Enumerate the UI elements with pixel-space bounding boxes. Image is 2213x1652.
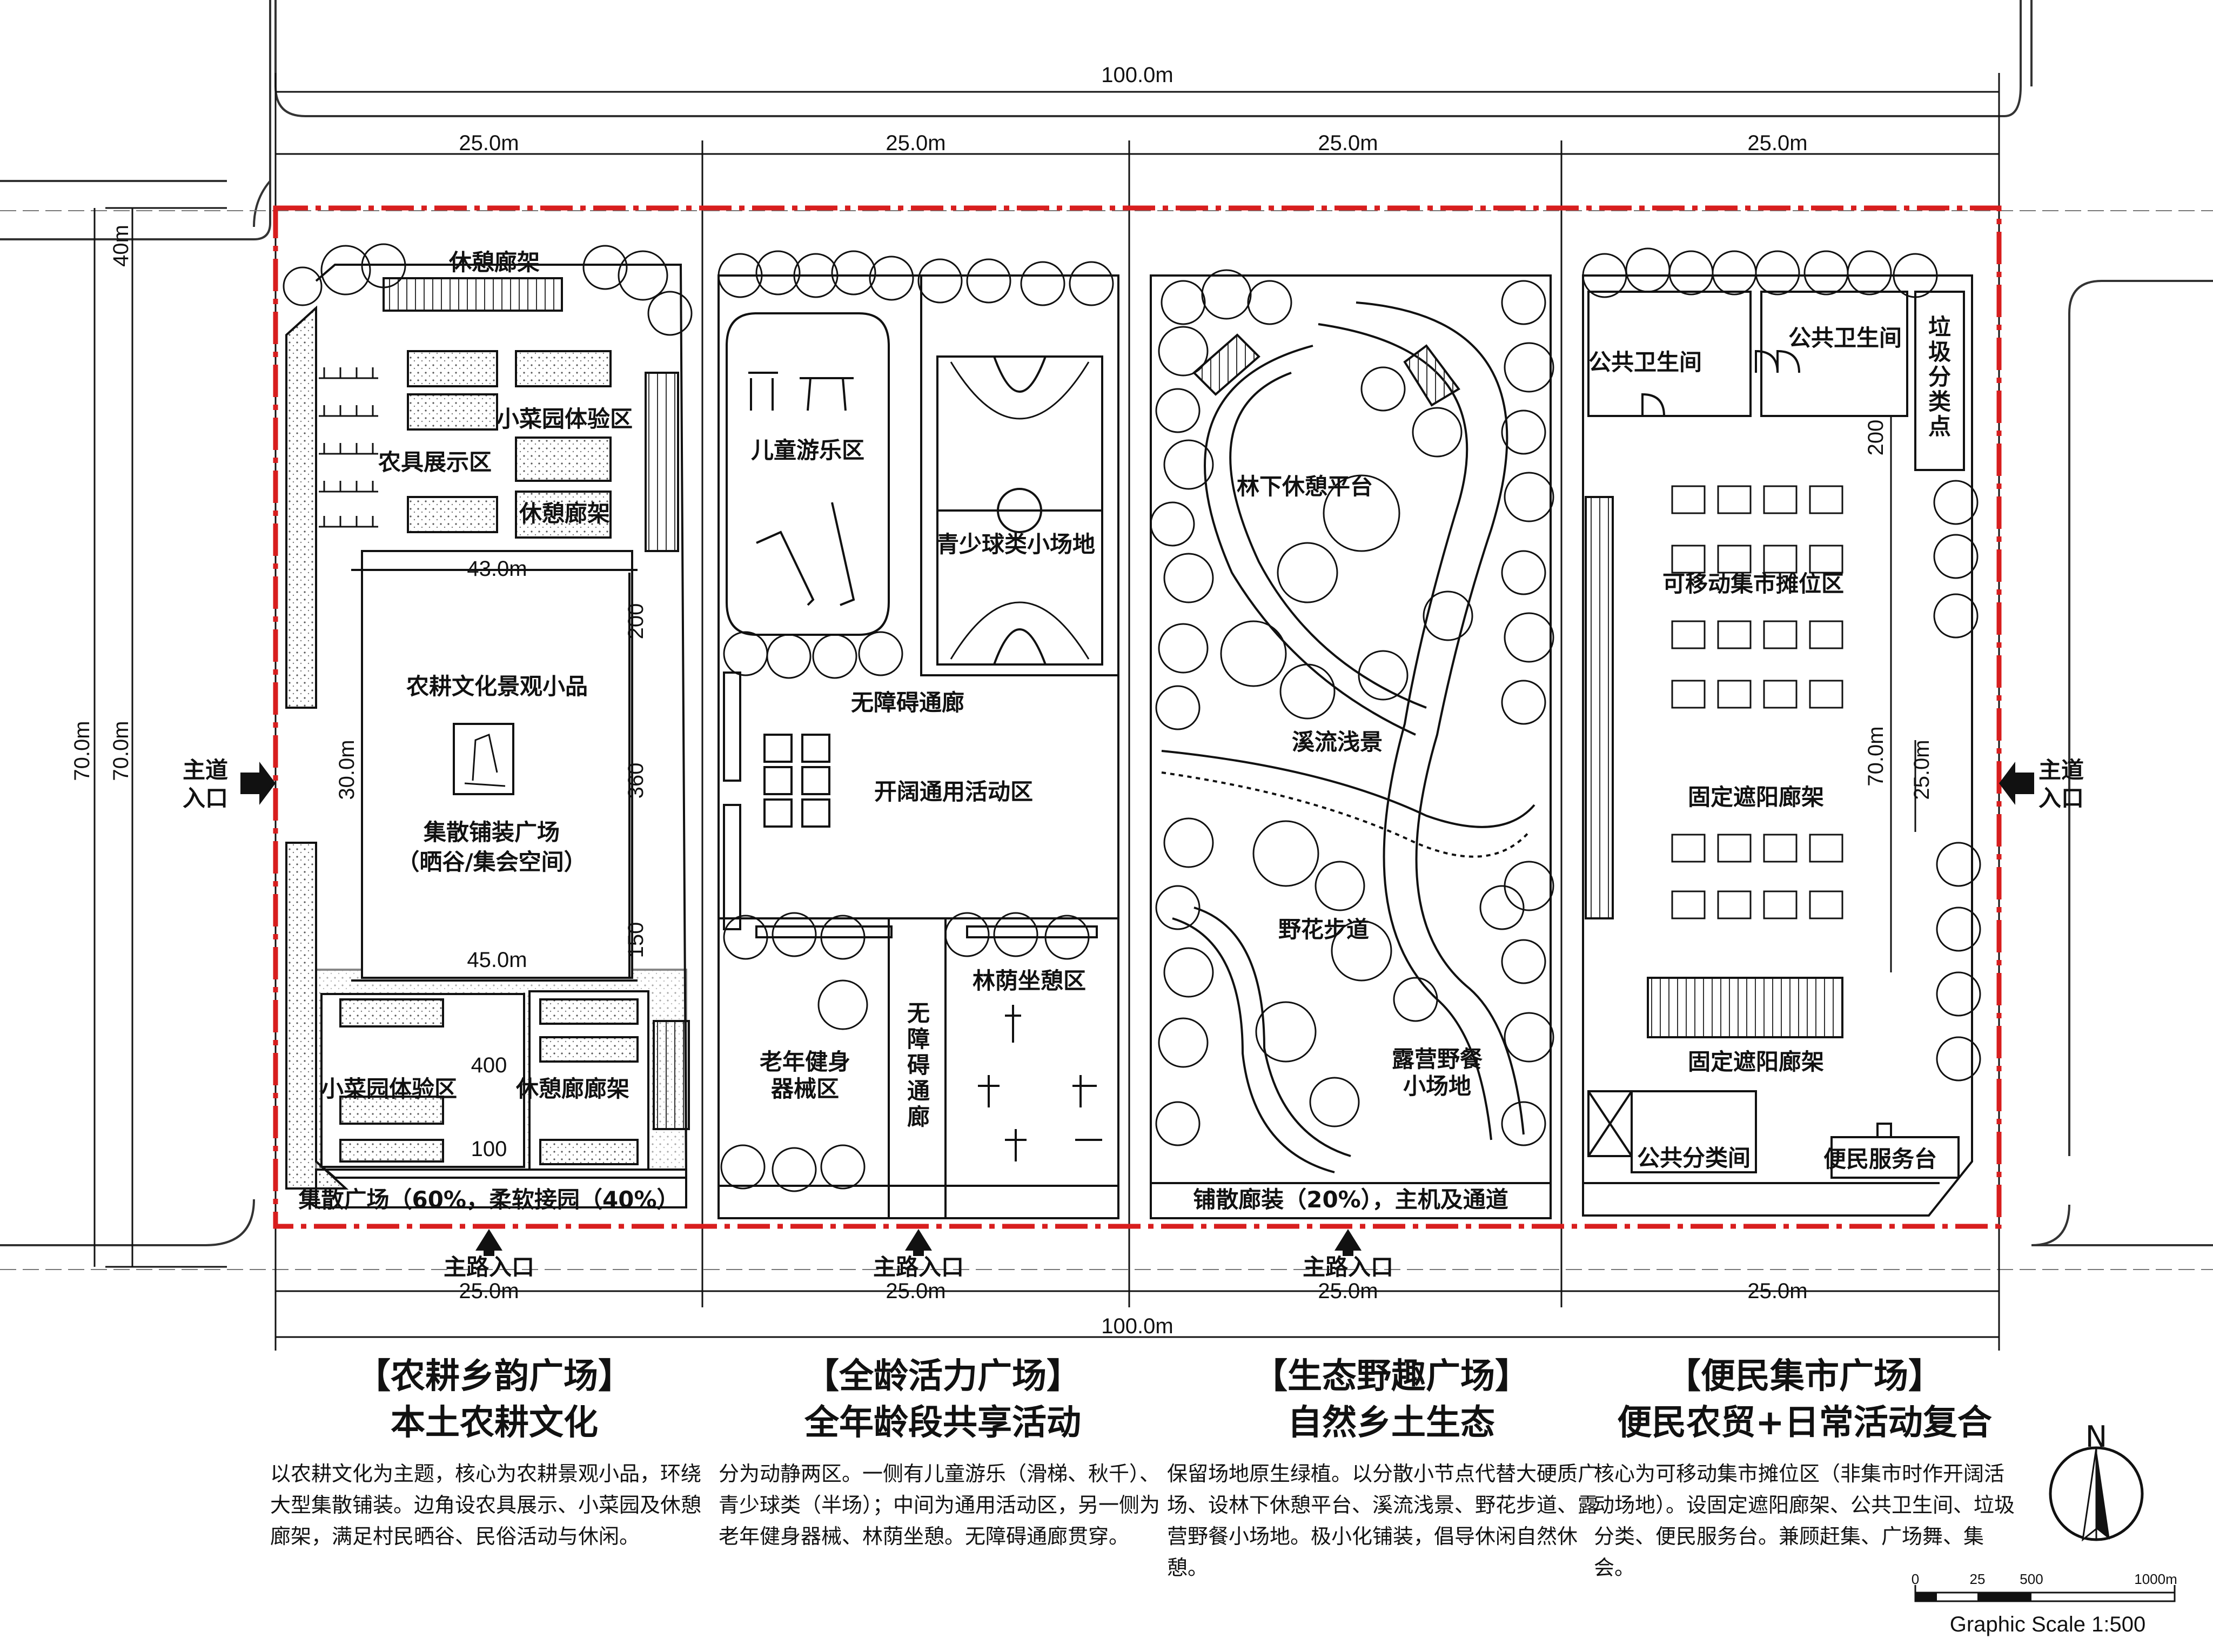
z1-plaza-name: 集散铺装广场 bbox=[423, 819, 560, 845]
desc-zone2: 【全龄活力广场】 全年龄段共享活动 分为动静两区。一侧有儿童游乐（滑梯、秋千）、… bbox=[719, 1353, 1167, 1552]
scale-tick-500: 500 bbox=[2020, 1571, 2043, 1587]
desc-zone1-title: 【农耕乡韵广场】 bbox=[356, 1356, 633, 1396]
z4-waste-sort: 垃圾分类点 bbox=[1928, 314, 1951, 440]
z1-dim-150: 150 bbox=[624, 922, 648, 958]
z2-elder-fitness: 老年健身器械区 bbox=[760, 1049, 850, 1102]
desc-zone3: 【生态野趣广场】 自然乡土生态 保留场地原生绿植。以分散小节点代替大硬质广场、设… bbox=[1167, 1353, 1615, 1583]
z1-culture-sculpture: 农耕文化景观小品 bbox=[406, 673, 588, 700]
desc-zone4-title: 【便民集市广场】 bbox=[1666, 1356, 1943, 1396]
z1-rest-corridor-top: 休憩廊架 bbox=[448, 249, 540, 276]
z1-tool-display: 农具展示区 bbox=[378, 449, 492, 475]
z3-stream: 溪流浅景 bbox=[1292, 729, 1383, 755]
dim-total-bot: 100.0m bbox=[1101, 1314, 1173, 1338]
desc-zone4: 【便民集市广场】 便民农贸+日常活动复合 核心为可移动集市摊位区（非集市时作开阔… bbox=[1594, 1353, 2015, 1583]
z1-rest-corridor-bottom: 休憩廊廊架 bbox=[515, 1076, 629, 1102]
entrance-road-1: 主路入口 bbox=[444, 1254, 534, 1280]
desc-zone2-body: 分为动静两区。一侧有儿童游乐（滑梯、秋千）、青少球类（半场）；中间为通用活动区，… bbox=[719, 1462, 1161, 1548]
desc-zone3-title: 【生态野趣广场】 bbox=[1253, 1356, 1530, 1396]
z4-toilet-left: 公共卫生间 bbox=[1588, 349, 1702, 375]
scale-tick-25: 25 bbox=[1970, 1571, 1986, 1587]
z4-service-desk: 便民服务台 bbox=[1823, 1146, 1937, 1172]
entrance-arrows bbox=[240, 762, 2034, 1256]
dim-z4-top: 25.0m bbox=[1747, 131, 1807, 155]
z4-fixed-shade-2: 固定遮阳廊架 bbox=[1688, 1049, 1824, 1075]
desc-zone1-body: 以农耕文化为主题，核心为农耕景观小品，环绕大型集散铺装。边角设农具展示、小菜园及… bbox=[270, 1462, 702, 1548]
dim-z3-top: 25.0m bbox=[1318, 131, 1378, 155]
z4-dim-200: 200 bbox=[1864, 420, 1888, 456]
z1-dim-45: 45.0m bbox=[467, 948, 527, 972]
z1-dim-30: 30.0m bbox=[335, 740, 359, 800]
z1-rest-corridor-mid: 休憩廊架 bbox=[519, 500, 610, 527]
z2-accessible-corridor: 无障碍通廊 bbox=[851, 689, 964, 716]
graphic-scale bbox=[1914, 1585, 2176, 1602]
z4-toilet-right: 公共卫生间 bbox=[1788, 325, 1902, 351]
entrance-right: 主道入口 bbox=[2038, 757, 2084, 811]
dim-z4-bot: 25.0m bbox=[1747, 1279, 1807, 1303]
z1-dim-400: 400 bbox=[471, 1053, 507, 1077]
zone1-plan bbox=[283, 243, 693, 1208]
scale-tick-1000: 1000m bbox=[2134, 1571, 2177, 1587]
z3-camp-picnic: 露营野餐小场地 bbox=[1392, 1046, 1483, 1099]
z3-flower-path: 野花步道 bbox=[1278, 916, 1369, 943]
entrance-road-3: 主路入口 bbox=[1303, 1254, 1393, 1280]
entrance-road-2: 主路入口 bbox=[873, 1254, 964, 1280]
z3-under-tree-platform: 林下休憩平台 bbox=[1237, 473, 1373, 500]
scale-label: Graphic Scale 1:500 bbox=[1950, 1613, 2145, 1636]
z2-kids-play: 儿童游乐区 bbox=[751, 437, 864, 464]
z2-accessible-vertical: 无障碍通廊 bbox=[907, 1000, 930, 1130]
dim-z1-bot: 25.0m bbox=[459, 1279, 519, 1303]
dim-offset-40: 40m bbox=[109, 225, 133, 267]
z4-market-stalls: 可移动集市摊位区 bbox=[1662, 570, 1844, 597]
desc-zone3-subtitle: 自然乡土生态 bbox=[1287, 1403, 1495, 1443]
desc-zone4-subtitle: 便民农贸+日常活动复合 bbox=[1617, 1403, 1992, 1443]
dim-z2-bot: 25.0m bbox=[886, 1279, 945, 1303]
z4-dim-25: 25.0m bbox=[1910, 740, 1934, 800]
z1-dim-360: 360 bbox=[624, 763, 648, 799]
z2-shade-seating: 林荫坐憩区 bbox=[973, 968, 1086, 994]
site-boundary bbox=[273, 205, 2002, 1229]
z1-dim-200: 200 bbox=[624, 603, 648, 640]
z4-fixed-shade-1: 固定遮阳廊架 bbox=[1688, 784, 1824, 810]
z1-veg-area-bottom: 小菜园体验区 bbox=[321, 1076, 457, 1102]
scale-tick-0: 0 bbox=[1912, 1571, 1919, 1587]
desc-zone3-body: 保留场地原生绿植。以分散小节点代替大硬质广场、设林下休憩平台、溪流浅景、野花步道… bbox=[1167, 1462, 1599, 1580]
dim-z3-bot: 25.0m bbox=[1318, 1279, 1378, 1303]
z4-dim-70: 70.0m bbox=[1864, 726, 1888, 786]
desc-zone2-subtitle: 全年龄段共享活动 bbox=[804, 1403, 1081, 1443]
dim-z2-top: 25.0m bbox=[886, 131, 945, 155]
dim-z1-top: 25.0m bbox=[459, 131, 519, 155]
desc-zone4-body: 核心为可移动集市摊位区（非集市时作开阔活动场地）。设固定遮阳廊架、公共卫生间、垃… bbox=[1594, 1462, 2015, 1580]
desc-zone2-title: 【全龄活力广场】 bbox=[804, 1356, 1081, 1396]
dim-height-outer: 70.0m bbox=[70, 721, 94, 781]
zone3-plan bbox=[1150, 269, 1554, 1219]
z2-open-area: 开阔通用活动区 bbox=[874, 778, 1033, 805]
dim-height-inner: 70.0m bbox=[109, 721, 133, 781]
zone2-plan bbox=[717, 250, 1119, 1219]
z1-bottom-note: 集散广场（60%，柔软接园（40%） bbox=[298, 1186, 679, 1213]
z4-waste-room: 公共分类间 bbox=[1637, 1145, 1751, 1171]
north-label: N bbox=[2085, 1420, 2107, 1454]
z1-plaza-sub: （晒谷/集会空间） bbox=[397, 849, 586, 875]
streets bbox=[0, 0, 2213, 1246]
z3-bottom-note: 铺散廊装（20%），主机及通道 bbox=[1193, 1186, 1508, 1213]
north-arrow bbox=[2049, 1446, 2144, 1542]
z1-dim-43: 43.0m bbox=[467, 557, 527, 581]
desc-zone1-subtitle: 本土农耕文化 bbox=[391, 1403, 598, 1443]
z1-veg-area-top: 小菜园体验区 bbox=[497, 406, 633, 432]
z1-dim-100: 100 bbox=[471, 1137, 507, 1161]
dim-total-top: 100.0m bbox=[1101, 63, 1173, 87]
z2-youth-ball: 青少球类小场地 bbox=[936, 531, 1095, 558]
zone4-plan bbox=[1582, 247, 1981, 1217]
desc-zone1: 【农耕乡韵广场】 本土农耕文化 以农耕文化为主题，核心为农耕景观小品，环绕大型集… bbox=[270, 1353, 719, 1552]
entrance-left: 主道入口 bbox=[183, 757, 228, 811]
